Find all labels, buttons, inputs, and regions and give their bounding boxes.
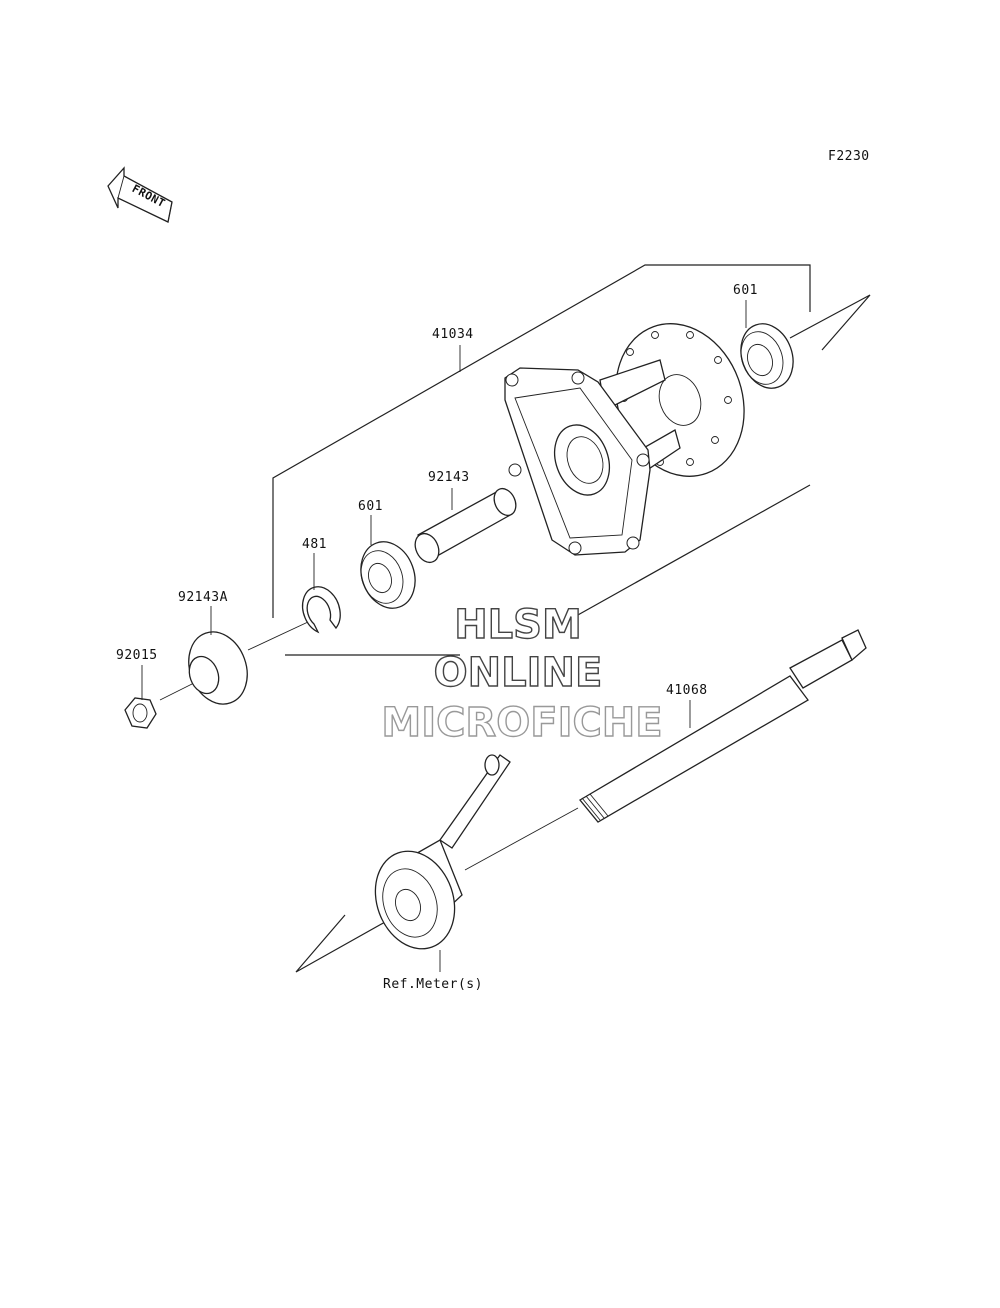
- watermark-line1: HLSM: [454, 602, 582, 648]
- circlip: [301, 586, 341, 634]
- axis-line-collar: [247, 621, 309, 651]
- nut: [124, 697, 157, 729]
- spacer-tube: [414, 487, 517, 564]
- meter-gear-housing: [374, 754, 511, 950]
- bearing-right: [740, 323, 794, 389]
- watermark-line2: ONLINE: [434, 650, 603, 696]
- label-meter-ref: Ref.Meter(s): [383, 977, 483, 992]
- axis-arrow-left-icon: [295, 907, 411, 973]
- diagram-code: F2230: [828, 149, 870, 164]
- label-spacer-tube: 92143: [428, 470, 470, 485]
- label-bearing-right: 601: [733, 283, 758, 298]
- leader-lines: [141, 300, 747, 972]
- assembly-bracket: [272, 264, 811, 656]
- label-nut: 92015: [116, 648, 158, 663]
- axle: [579, 629, 867, 823]
- collar: [188, 631, 248, 705]
- label-axle: 41068: [666, 683, 708, 698]
- front-hub: [504, 323, 745, 556]
- watermark-line3: MICROFICHE: [381, 700, 662, 746]
- label-circlip: 481: [302, 537, 327, 552]
- label-collar: 92143A: [178, 590, 228, 605]
- label-bearing-left: 601: [358, 499, 383, 514]
- bearing-left: [360, 541, 416, 609]
- label-hub: 41034: [432, 327, 474, 342]
- axis-arrow-right-icon: [789, 294, 871, 351]
- axis-line-axle: [464, 807, 579, 871]
- watermark: HLSM ONLINE MICROFICHE: [381, 601, 664, 746]
- front-arrow-icon: FRONT: [107, 166, 173, 223]
